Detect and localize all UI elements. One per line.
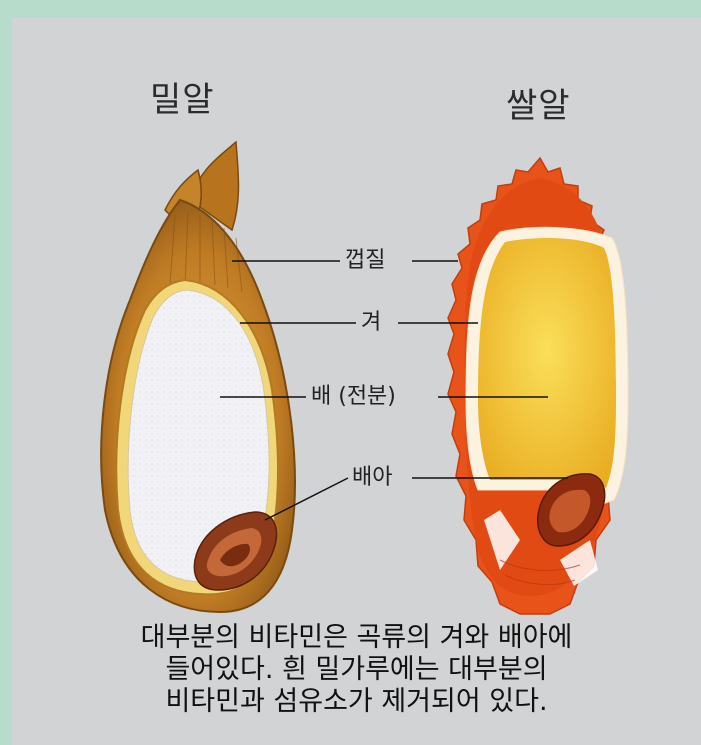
- caption-line-3: 비타민과 섬유소가 제거되어 있다.: [12, 686, 701, 718]
- bran-label: 겨: [358, 310, 384, 336]
- endosperm-label: 배 (전분): [308, 384, 399, 410]
- caption: 대부분의 비타민은 곡류의 겨와 배아에 들어있다. 흰 밀가루에는 대부분의 …: [12, 622, 701, 718]
- germ-label: 배아: [349, 465, 395, 491]
- caption-line-2: 들어있다. 흰 밀가루에는 대부분의: [12, 654, 701, 686]
- rice-title: 쌀알: [506, 78, 571, 127]
- caption-line-1: 대부분의 비타민은 곡류의 겨와 배아에: [12, 622, 701, 654]
- wheat-grain: [101, 142, 295, 612]
- husk-label: 껍질: [342, 248, 388, 274]
- wheat-title: 밀알: [150, 72, 215, 121]
- rice-grain: [448, 158, 628, 614]
